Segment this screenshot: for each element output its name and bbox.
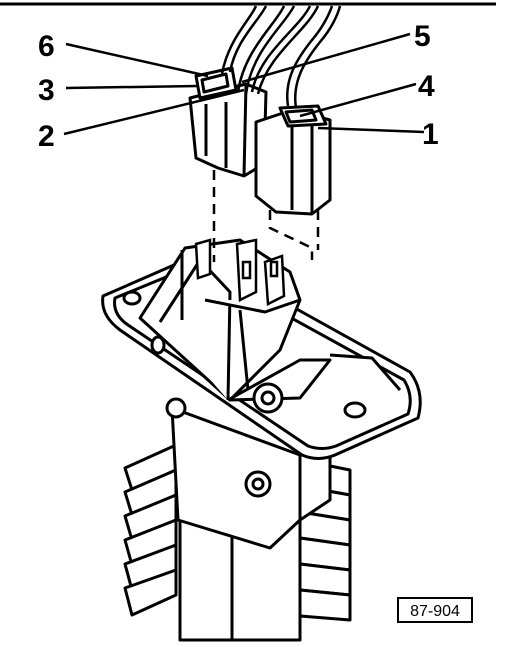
callout-4: 4 <box>418 70 435 103</box>
plug-right <box>254 104 332 216</box>
terminal-blades <box>194 238 286 306</box>
reference-box: 87-904 <box>397 597 473 623</box>
callout-1: 1 <box>422 118 439 151</box>
callout-5: 5 <box>414 20 431 53</box>
alignment-lines <box>212 170 320 262</box>
callout-leaders <box>63 32 425 136</box>
reference-code: 87-904 <box>410 603 460 620</box>
callout-3: 3 <box>38 74 55 107</box>
callout-2: 2 <box>38 120 55 153</box>
callout-6: 6 <box>38 30 55 63</box>
regulator-body <box>165 397 332 550</box>
socket-housing <box>138 238 332 414</box>
